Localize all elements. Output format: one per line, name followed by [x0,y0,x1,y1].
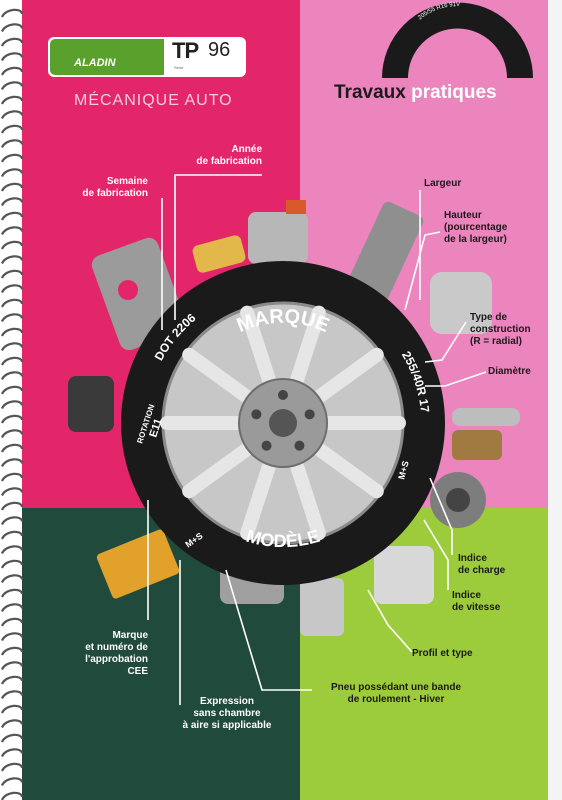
label-largeur: Largeur [424,178,462,189]
label-construction: Type de construction (R = radial) [470,312,531,347]
brand-logo: ALADIN TP 96 Série [48,37,246,77]
series-code: TP [172,38,199,63]
label-vitesse: Indice de vitesse [452,590,501,613]
subtitle: MÉCANIQUE AUTO [74,92,233,109]
label-annee: Année de fabrication [196,144,262,167]
logo-badge: ALADIN [50,39,164,75]
logo-text: ALADIN [74,57,116,69]
label-hiver: Pneu possédant une bande de roulement - … [330,682,462,705]
label-diametre: Diamètre [488,366,531,377]
label-hauteur: Hauteur (pourcentage de la largeur) [444,210,508,245]
rim-spokes [160,305,406,541]
page-edge [548,0,562,800]
banner-title: Travaux pratiques [334,82,497,103]
label-semaine: Semaine de fabrication [82,176,148,199]
label-charge: Indice de charge [458,553,506,576]
series-small: Série [174,65,184,70]
tyre-load: M+S [396,460,411,481]
wheel-bolts [251,390,315,451]
spiral-binding [0,8,24,800]
label-chambre: Expression sans chambre à aire si applic… [182,696,272,731]
hub-center [269,409,297,437]
label-approbation: Marque et numéro de l'approbation CEE [85,630,148,677]
tyre-e11: E11 [147,417,164,439]
label-profil: Profil et type [412,648,473,659]
callout-lines [147,174,487,705]
banner-tyre-arc [382,2,533,79]
series-number: 96 [208,39,231,61]
